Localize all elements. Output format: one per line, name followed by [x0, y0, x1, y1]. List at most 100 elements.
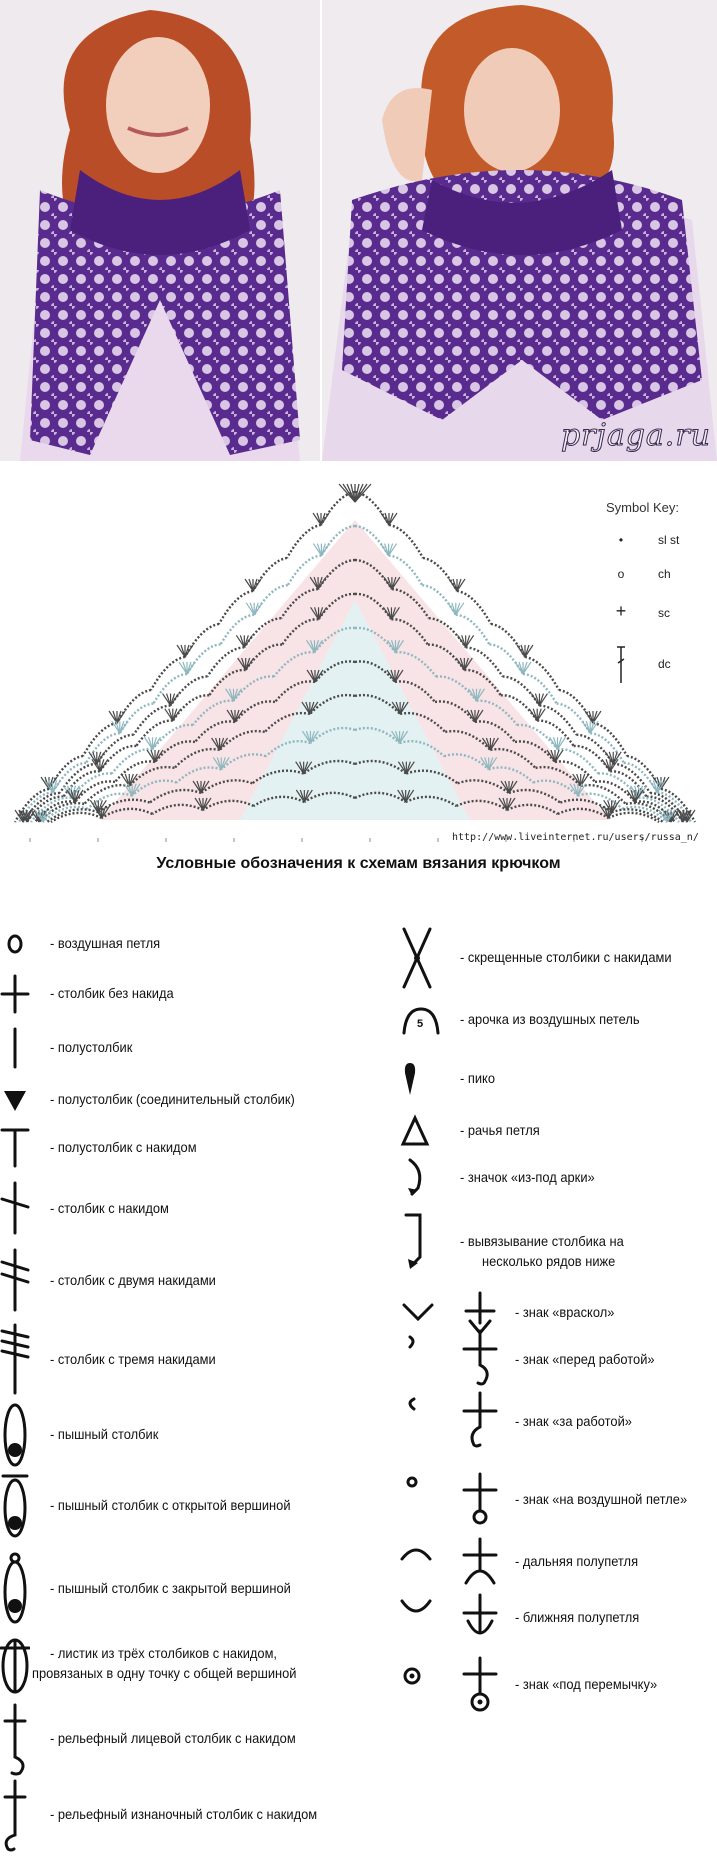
chart-fan-stitch [235, 635, 245, 648]
legend-item-text: - знак «под перемычку» [515, 1676, 658, 1692]
chart-fan-stitch [633, 785, 640, 798]
chart-fan-stitch [249, 602, 255, 615]
chart-fan-stitch [318, 607, 328, 620]
chart-fan-stitch [74, 789, 84, 803]
chart-chain-arc [83, 783, 130, 805]
double-crochet-icon [0, 1181, 30, 1242]
chart-chain-arc [455, 799, 508, 812]
chart-fan-stitch [216, 757, 222, 770]
chart-fan-stitch [198, 797, 204, 811]
chart-fan-stitch [93, 800, 99, 813]
chart-chain-arc [175, 766, 222, 784]
chart-fan-stitch [313, 607, 320, 620]
chart-fan-stitch [234, 709, 244, 723]
chart-fan-stitch [312, 543, 322, 556]
chart-fan-stitch [306, 669, 316, 683]
chart-fan-stitch [678, 809, 684, 823]
chart-fan-stitch [388, 543, 398, 556]
chart-fan-stitch [382, 607, 392, 620]
chart-fan-stitch [239, 635, 245, 648]
chart-chain-arc [309, 693, 356, 715]
chart-fan-stitch [306, 639, 315, 653]
legend-item-text: - арочка из воздушных петель [460, 1011, 640, 1027]
chart-fan-stitch [316, 543, 322, 556]
chart-fan-stitch [123, 783, 133, 797]
plus-icon: + [615, 601, 627, 621]
chart-fan-stitch [310, 607, 320, 620]
symbol-key-label: sl st [658, 533, 680, 547]
chart-chain-arc [537, 719, 575, 747]
chart-chain-arc [399, 711, 447, 733]
chart-fan-stitch [116, 710, 126, 724]
chart-fan-stitch [299, 761, 305, 774]
chart-fan-stitch [603, 805, 609, 819]
chart-fan-stitch [524, 644, 534, 658]
chart-chain-arc [132, 704, 171, 736]
chart-chain-arc [200, 779, 253, 794]
chart-chain-arc [192, 699, 234, 726]
chart-fan-stitch [244, 578, 254, 592]
chart-fan-stitch [390, 607, 400, 620]
chart-fan-stitch [172, 708, 182, 721]
chart-fan-stitch [549, 736, 558, 750]
chart-fan-stitch [310, 669, 316, 683]
chart-chain-arc [206, 646, 245, 678]
chart-chain-arc [405, 795, 457, 808]
chart-fan-stitch [241, 657, 247, 671]
chart-fan-stitch [546, 749, 556, 763]
chart-fan-stitch [150, 749, 156, 763]
chart-chain-arc [220, 753, 267, 771]
chart-fan-stitch [395, 639, 404, 653]
chart-fan-stitch [320, 543, 330, 556]
chart-fan-stitch [456, 578, 466, 592]
chart-fan-stitch [500, 780, 510, 794]
chart-fan-stitch [516, 644, 526, 658]
chart-fan-stitch [466, 709, 476, 723]
back-loop-icon [400, 1389, 510, 1460]
chart-apex-fan [354, 483, 372, 503]
chart-fan-stitch [295, 761, 305, 774]
chain-circle-icon [0, 929, 30, 964]
legend-item-text: - пышный столбик с закрытой вершиной [50, 1580, 291, 1596]
chart-fan-stitch [66, 789, 76, 803]
chart-chain-arc [101, 807, 153, 820]
chart-chain-arc [590, 732, 625, 764]
chart-fan-stitch [22, 809, 28, 823]
chart-chain-arc [465, 646, 504, 678]
chart-chain-arc [649, 791, 689, 823]
chart-chain-arc [445, 729, 492, 751]
chart-fan-stitch [299, 789, 305, 803]
chart-fan-stitch [91, 759, 101, 772]
chart-fan-stitch [380, 543, 390, 556]
chart-chain-arc [42, 805, 88, 823]
oval-icon: o [617, 567, 625, 581]
chart-fan-stitch [528, 708, 538, 721]
chart-fan-stitch [225, 688, 234, 702]
chart-chain-arc [303, 791, 356, 804]
chart-chain-arc [309, 726, 356, 745]
symbol-key-label: dc [658, 657, 671, 671]
chart-fan-stitch [612, 751, 622, 765]
chart-chain-arc [263, 711, 311, 733]
chart-fan-stitch [168, 708, 174, 721]
legend-item-text: - знак «на воздушной петле» [515, 1491, 688, 1507]
chart-chain-arc [265, 739, 311, 758]
photo-model-front [0, 0, 320, 461]
chart-fan-stitch [97, 805, 103, 819]
chart-fan-stitch [592, 710, 602, 724]
chart-chain-arc [95, 733, 134, 765]
chart-chain-arc [280, 587, 319, 619]
chart-fan-stitch [538, 693, 548, 706]
chart-fan-stitch [233, 688, 242, 702]
chart-fan-stitch [468, 688, 477, 702]
chart-fan-stitch [451, 602, 457, 615]
chart-fan-stitch [127, 783, 133, 796]
chart-fan-stitch [514, 661, 524, 675]
legend-item-text: - воздушная петля [50, 935, 161, 951]
chart-fan-stitch [581, 720, 591, 734]
legend-item-text: - значок «из-под арки» [460, 1169, 595, 1185]
chart-fan-stitch [115, 721, 121, 734]
slip-stitch-triangle-icon [0, 1085, 30, 1120]
chart-fan-stitch [447, 602, 457, 616]
